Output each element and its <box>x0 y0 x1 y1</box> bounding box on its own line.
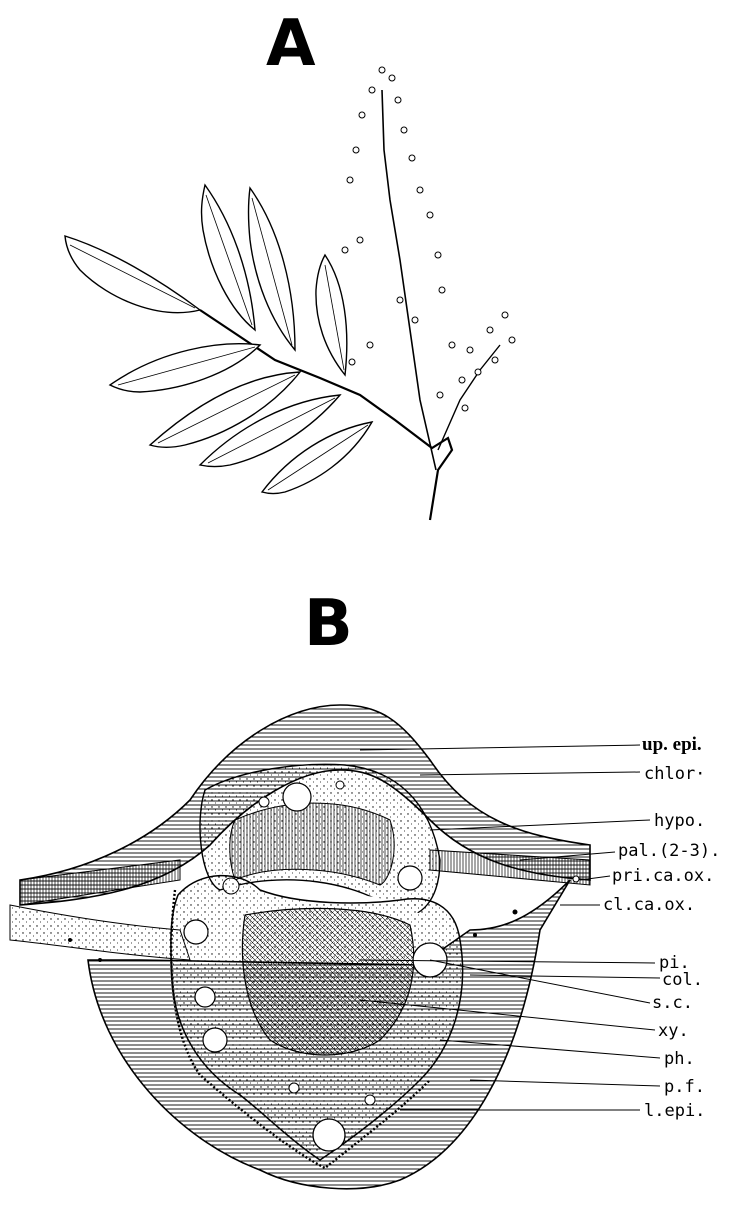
label-up-epi: up. epi. <box>642 734 702 755</box>
label-cl-ca-ox: cl.ca.ox. <box>603 895 695 915</box>
leaflet-group <box>65 185 372 494</box>
plant-sprig-illustration <box>65 67 515 520</box>
label-l-epi: l.epi. <box>644 1101 705 1121</box>
blade-left <box>10 905 190 960</box>
midrib-cross-section <box>10 705 590 1189</box>
label-p-f: p.f. <box>664 1077 705 1097</box>
label-s-c: s.c. <box>652 993 693 1013</box>
label-col: col. <box>662 970 703 990</box>
label-hypo: hypo. <box>654 811 705 831</box>
annotation-labels: up. epi. chlor· hypo. pal.(2-3). pri.ca.… <box>603 734 720 1121</box>
label-chlor: chlor· <box>644 764 705 784</box>
label-pal: pal.(2-3). <box>618 841 720 861</box>
label-xy: xy. <box>658 1021 689 1041</box>
label-pri-ca-ox: pri.ca.ox. <box>612 866 714 886</box>
label-ph: ph. <box>664 1049 695 1069</box>
